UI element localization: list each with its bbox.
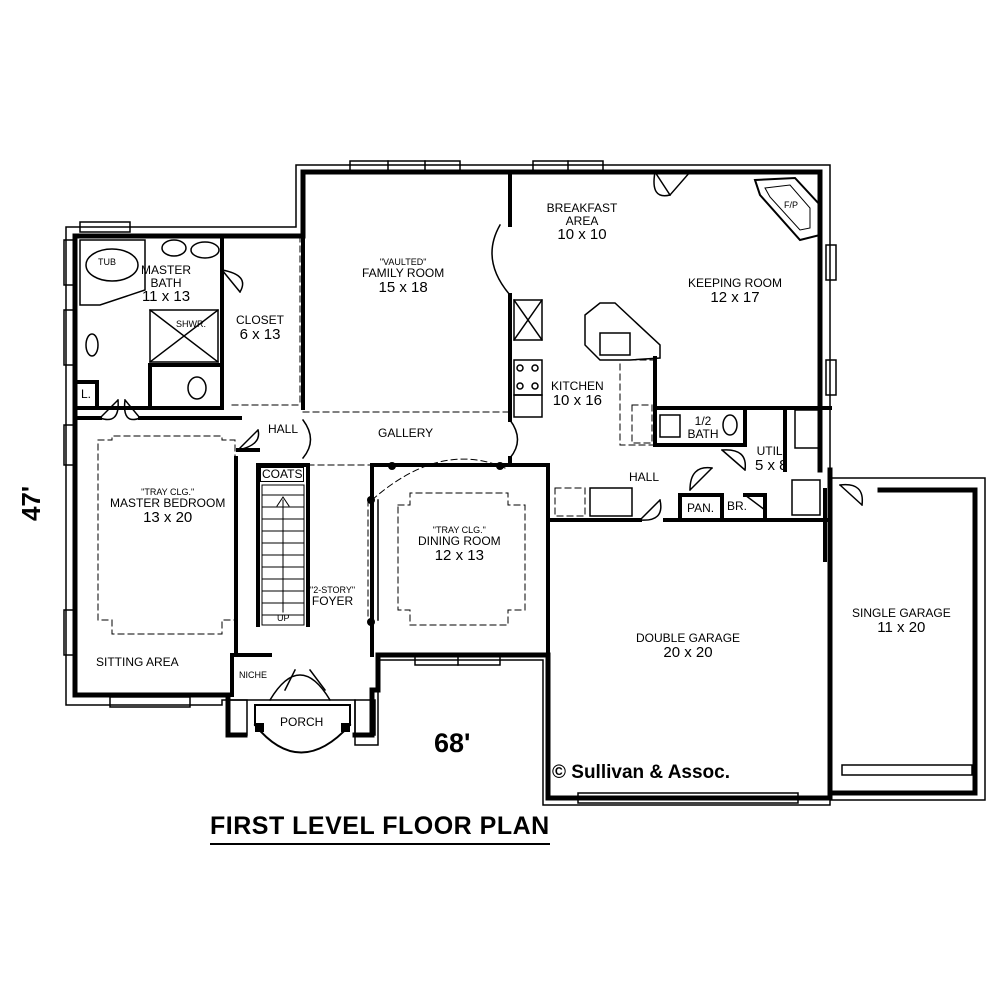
fireplace-label: F/P	[784, 200, 799, 210]
utility-label: UTIL. 5 x 8	[755, 445, 788, 473]
sitting-area-label: SITTING AREA	[96, 655, 179, 669]
kitchen-size: 10 x 16	[552, 391, 602, 409]
family-room-size: 15 x 18	[378, 279, 428, 297]
closet-label: CLOSET 6 x 13	[236, 314, 284, 342]
dining-room-name: DINING ROOM	[418, 534, 501, 549]
dining-room-label: "TRAY CLG." DINING ROOM 12 x 13	[418, 525, 501, 565]
half-bath-name: 1/2 BATH	[687, 414, 719, 441]
hall-left-label: HALL	[268, 422, 299, 436]
dining-room-size: 12 x 13	[434, 547, 484, 565]
family-room-note: "VAULTED"	[379, 257, 427, 267]
stairs	[261, 484, 305, 626]
master-bath-label: MASTER BATH 11 x 13	[140, 264, 192, 305]
closet-name: CLOSET	[236, 313, 285, 327]
tub-label: TUB	[98, 257, 116, 267]
copyright-text: © Sullivan & Assoc.	[552, 762, 731, 783]
windows	[63, 160, 973, 804]
breakfast-label: BREAKFAST AREA 10 x 10	[543, 202, 621, 243]
niche-label: NICHE	[239, 670, 268, 680]
foyer-label: "2-STORY" FOYER	[310, 585, 356, 609]
foyer-name: FOYER	[311, 594, 354, 609]
master-bedroom-size: 13 x 20	[143, 509, 193, 527]
shower-label: SHWR.	[176, 319, 206, 329]
depth-dimension: 47'	[16, 485, 47, 522]
master-bedroom-note: "TRAY CLG."	[141, 487, 195, 497]
keeping-room-name: KEEPING ROOM	[688, 276, 783, 290]
double-garage-size: 20 x 20	[663, 643, 713, 661]
plan-title: FIRST LEVEL FLOOR PLAN	[210, 812, 550, 845]
bath-fixtures	[79, 239, 738, 438]
columns	[255, 462, 504, 732]
coats-label: COATS	[260, 467, 305, 482]
dining-room-note: "TRAY CLG."	[432, 525, 486, 535]
fireplace	[753, 176, 821, 242]
gallery-label: GALLERY	[378, 426, 434, 440]
half-bath-label: 1/2 BATH	[686, 415, 720, 440]
keeping-room-label: KEEPING ROOM 12 x 17	[688, 277, 782, 305]
porch-label: PORCH	[280, 715, 324, 729]
master-bath-name: MASTER BATH	[140, 263, 191, 290]
kitchen-counters	[512, 298, 821, 517]
master-bedroom-label: "TRAY CLG." MASTER BEDROOM 13 x 20	[110, 487, 226, 527]
kitchen-label: KITCHEN 10 x 16	[551, 380, 604, 408]
porch	[253, 704, 352, 754]
hall-right-label: HALL	[629, 470, 660, 484]
single-garage-label: SINGLE GARAGE 11 x 20	[852, 607, 951, 635]
keeping-room-size: 12 x 17	[710, 288, 760, 306]
single-garage-size: 11 x 20	[877, 618, 926, 636]
foyer-note: "2-STORY"	[310, 585, 356, 595]
family-room-label: "VAULTED" FAMILY ROOM 15 x 18	[362, 257, 445, 297]
doors	[98, 170, 864, 702]
exterior-outline	[65, 164, 986, 806]
single-garage-name: SINGLE GARAGE	[852, 606, 951, 620]
interior-walls	[73, 170, 832, 697]
broom-label: BR.	[727, 499, 748, 513]
width-dimension: 68'	[434, 728, 471, 758]
breakfast-name: BREAKFAST AREA	[546, 201, 618, 228]
master-bedroom-name: MASTER BEDROOM	[110, 496, 226, 511]
breakfast-size: 10 x 10	[557, 226, 607, 244]
master-bath-size: 11 x 13	[141, 288, 191, 306]
pantry-label: PAN.	[687, 501, 715, 515]
stairs-up-label: UP	[277, 613, 290, 623]
kitchen-name: KITCHEN	[551, 379, 604, 393]
double-garage-name: DOUBLE GARAGE	[636, 631, 741, 645]
closet-size: 6 x 13	[239, 325, 281, 343]
utility-size: 5 x 8	[755, 456, 788, 474]
double-garage-label: DOUBLE GARAGE 20 x 20	[636, 632, 740, 660]
linen-label: L.	[81, 387, 92, 401]
utility-name: UTIL.	[756, 444, 786, 458]
family-room-name: FAMILY ROOM	[362, 266, 445, 281]
